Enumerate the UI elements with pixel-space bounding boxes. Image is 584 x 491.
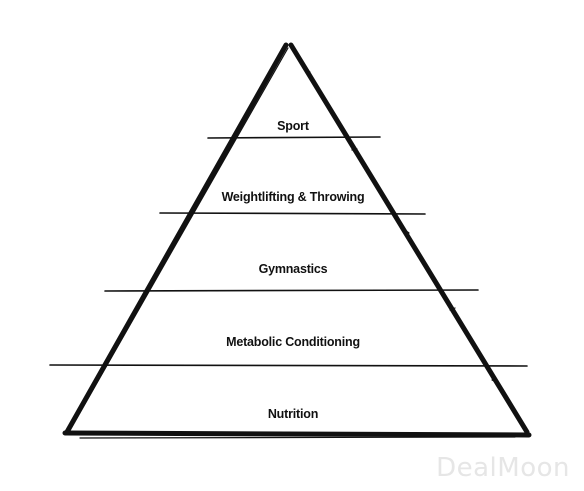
watermark-logo: DealMoon — [436, 453, 570, 483]
tier-labels: Sport Weightlifting & Throwing Gymnastic… — [222, 119, 365, 421]
tier-label-nutrition: Nutrition — [268, 407, 318, 421]
pyramid-outline — [62, 42, 532, 439]
tier-label-gymnastics: Gymnastics — [259, 262, 328, 276]
pyramid-right-edge-sketch — [293, 49, 525, 429]
tier-dividers — [49, 136, 528, 367]
tier-label-metabolic-conditioning: Metabolic Conditioning — [226, 335, 360, 349]
tier-label-weightlifting-throwing: Weightlifting & Throwing — [222, 190, 365, 204]
pyramid-base-sketch — [79, 436, 516, 439]
tier-label-sport: Sport — [277, 119, 310, 133]
divider-line — [207, 136, 381, 139]
pyramid-base — [62, 430, 532, 438]
pyramid-left-edge-sketch — [69, 47, 289, 431]
divider-line — [104, 289, 479, 292]
divider-line — [49, 364, 528, 367]
sketch-mark — [305, 69, 497, 383]
pyramid-left-edge — [64, 42, 289, 435]
divider-line — [159, 212, 426, 215]
